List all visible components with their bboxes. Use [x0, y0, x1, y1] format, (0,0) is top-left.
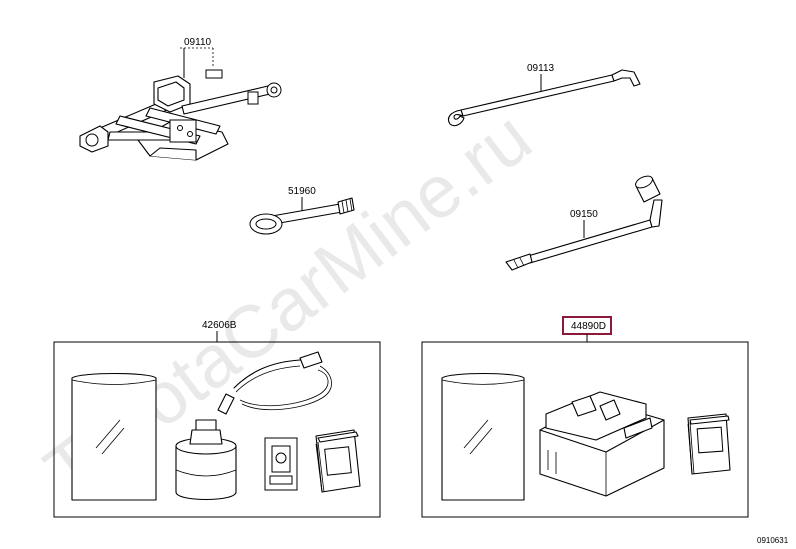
- part-09113-handle[interactable]: 09113: [447, 63, 641, 127]
- handle-bar-loop-end: [447, 109, 465, 127]
- kit-box-44890D: [421, 341, 749, 518]
- part-44890D-compressor-kit[interactable]: 44890D: [421, 316, 749, 518]
- part-label-44890D[interactable]: 44890D: [571, 321, 606, 332]
- jack-drawing: [79, 75, 282, 161]
- plastic-bag-icon: [441, 372, 525, 501]
- part-09150-wrench[interactable]: 09150: [505, 174, 663, 271]
- jack-pin: [205, 69, 223, 79]
- diagram-code: 0910631: [757, 536, 789, 545]
- compressor-icon: [539, 391, 665, 497]
- part-09110-jack[interactable]: 09110: [79, 37, 282, 161]
- part-label-09113[interactable]: 09113: [527, 63, 555, 74]
- kit-box-42606B: [53, 341, 381, 518]
- part-label-51960[interactable]: 51960: [288, 186, 316, 197]
- part-label-09110[interactable]: 09110: [184, 37, 212, 48]
- bottle-icon: [264, 437, 298, 491]
- part-51960-towing-eye[interactable]: 51960: [249, 186, 355, 235]
- wrench-shaft: [527, 219, 653, 264]
- instruction-manual-icon: [315, 429, 361, 493]
- handle-bar-hook-end: [611, 69, 641, 87]
- part-label-09150[interactable]: 09150: [570, 209, 598, 220]
- wrench-bend: [649, 199, 663, 228]
- instruction-manual-icon: [687, 413, 731, 475]
- part-label-42606B[interactable]: 42606B: [202, 320, 237, 331]
- wrench-pry-end: [505, 253, 533, 271]
- handle-bar-shaft: [460, 74, 615, 117]
- sealant-canister-icon: [175, 419, 237, 500]
- part-42606B-repair-kit[interactable]: 42606B: [53, 320, 381, 518]
- plastic-bag-icon: [71, 372, 157, 501]
- hose-icon: [217, 351, 332, 415]
